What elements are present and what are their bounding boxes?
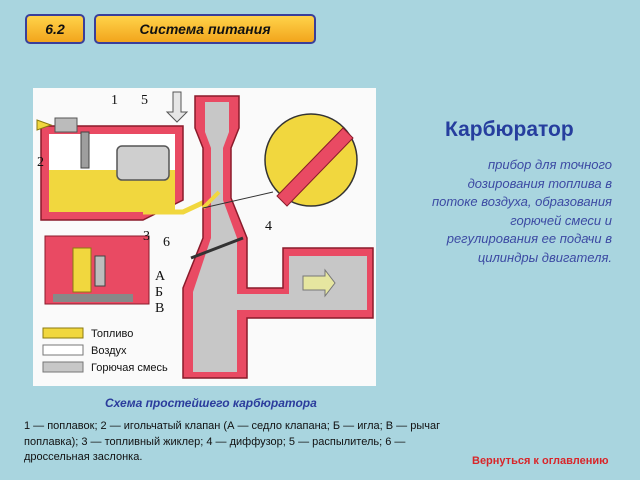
section-title: Система питания [139, 21, 271, 37]
section-number-badge: 6.2 [25, 14, 85, 44]
part-label-a: А [155, 269, 166, 284]
needle-valve [80, 131, 90, 169]
air-mixture-channel [193, 102, 367, 372]
legend-label-fuel: Топливо [91, 328, 133, 340]
needle-valve-detail-lever [53, 294, 133, 302]
part-label-6: 6 [163, 235, 170, 250]
carburetor-diagram-svg: 1 5 2 3 6 4 А Б В Топливо Воздух Горючая… [36, 91, 374, 379]
page-heading: Карбюратор [445, 118, 574, 141]
figure-caption: Схема простейшего карбюратора [105, 396, 317, 410]
part-label-2: 2 [37, 155, 44, 170]
float [116, 145, 170, 181]
section-number: 6.2 [45, 21, 65, 37]
needle-valve-detail-needle [94, 255, 106, 287]
part-label-b: Б [155, 285, 163, 300]
section-title-bar: Система питания [94, 14, 316, 44]
part-label-4: 4 [265, 219, 272, 234]
throttle-valve [190, 236, 244, 260]
sprayer-detail-tube [276, 127, 354, 207]
fuel-inlet-arrow [36, 119, 53, 131]
parts-legend-text: 1 — поплавок; 2 — игольчатый клапан (А —… [24, 420, 441, 463]
needle-valve-detail-fuel [72, 247, 92, 293]
part-label-3: 3 [143, 229, 150, 244]
air-intake-arrow [165, 91, 189, 123]
part-label-1: 1 [111, 93, 118, 108]
carburetor-diagram: 1 5 2 3 6 4 А Б В Топливо Воздух Горючая… [33, 88, 376, 386]
part-label-v: В [155, 301, 164, 316]
legend-label-mixture: Горючая смесь [91, 362, 168, 374]
sprayer [201, 190, 221, 210]
legend-swatch-air [42, 344, 84, 356]
back-to-contents-link[interactable]: Вернуться к оглавлению [472, 455, 609, 467]
inset-leader [202, 191, 274, 209]
legend-swatch-mixture [42, 361, 84, 373]
definition-text: прибор для точного дозирования топлива в… [431, 157, 612, 265]
legend-label-air: Воздух [91, 345, 127, 357]
fuel-inlet-fitting [54, 117, 78, 133]
mixture-arrow [302, 268, 336, 298]
legend-swatch-fuel [42, 327, 84, 339]
part-label-5: 5 [141, 93, 148, 108]
